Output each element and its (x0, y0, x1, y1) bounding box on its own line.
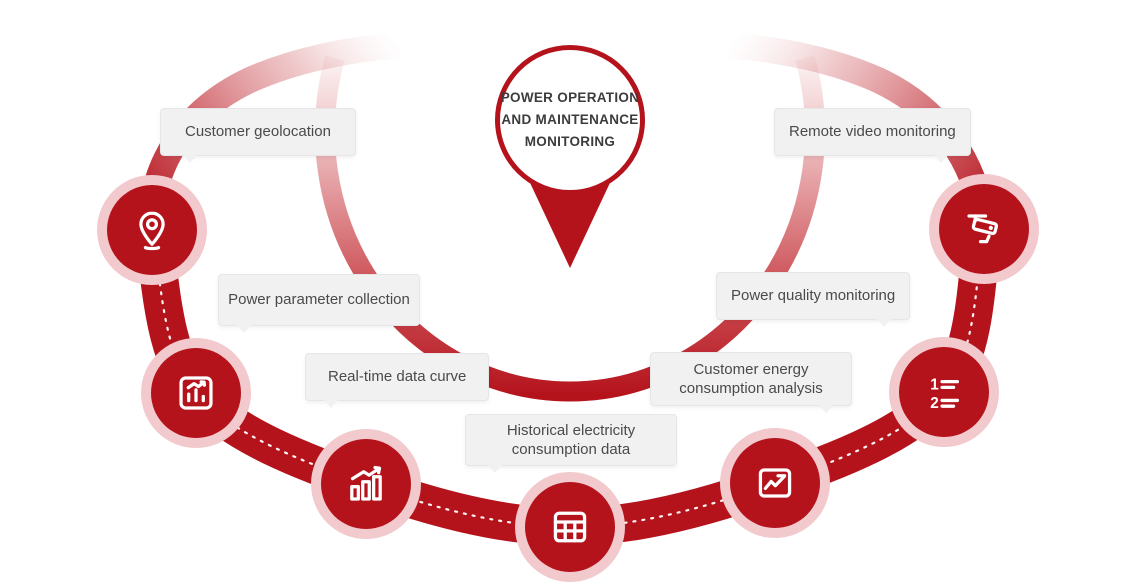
list-number-2: 2 (930, 395, 939, 412)
node-historical-electricity-consumption-data (515, 472, 625, 582)
report-chart-icon (179, 376, 213, 410)
center-title: POWER OPERATION AND MAINTENANCE MONITORI… (500, 89, 640, 150)
node-core (939, 184, 1029, 274)
trend-panel-icon (758, 468, 792, 498)
center-pin: POWER OPERATION AND MAINTENANCE MONITORI… (495, 45, 645, 195)
node-core (730, 438, 820, 528)
node-core (151, 348, 241, 438)
cctv-camera-icon (967, 214, 999, 244)
node-power-parameter-collection (141, 338, 251, 448)
node-core: 1 2 (899, 347, 989, 437)
label-tail (324, 400, 338, 408)
label-tail (237, 325, 251, 333)
inner-arc (315, 55, 825, 402)
label-tail (877, 319, 892, 327)
node-core (107, 185, 197, 275)
label-customer-geolocation: Customer geolocation (160, 108, 356, 163)
label-text: Power quality monitoring (731, 287, 896, 305)
node-customer-energy-consumption-analysis (720, 428, 830, 538)
label-customer-energy-consumption-analysis: Customer energy consumption analysis (650, 352, 852, 413)
label-text: Historical electricity consumption data (506, 421, 636, 459)
label-text: Remote video monitoring (789, 123, 956, 141)
pin-triangle (524, 170, 616, 268)
label-tail (933, 155, 948, 163)
bar-chart-growth-icon (350, 465, 382, 501)
node-real-time-data-curve (311, 429, 421, 539)
data-table-icon (553, 511, 587, 543)
label-real-time-data-curve: Real-time data curve (305, 353, 490, 408)
numbered-list-icon: 1 2 (930, 376, 960, 412)
label-tail (488, 465, 502, 473)
node-customer-geolocation (97, 175, 207, 285)
location-pin-icon (139, 211, 165, 251)
label-power-quality-monitoring: Power quality monitoring (716, 272, 911, 327)
label-tail (183, 155, 197, 163)
label-text: Power parameter collection (228, 291, 410, 309)
label-text: Customer energy consumption analysis (679, 360, 823, 398)
label-text: Real-time data curve (328, 368, 467, 386)
node-core (525, 482, 615, 572)
label-remote-video-monitoring: Remote video monitoring (774, 108, 971, 163)
node-remote-video-monitoring (929, 174, 1039, 284)
node-power-quality-monitoring: 1 2 (889, 337, 999, 447)
list-number-1: 1 (930, 376, 939, 393)
label-historical-electricity-consumption-data: Historical electricity consumption data (465, 414, 677, 473)
label-text: Customer geolocation (185, 123, 331, 141)
node-core (321, 439, 411, 529)
label-power-parameter-collection: Power parameter collection (218, 274, 420, 333)
label-tail (819, 405, 833, 413)
